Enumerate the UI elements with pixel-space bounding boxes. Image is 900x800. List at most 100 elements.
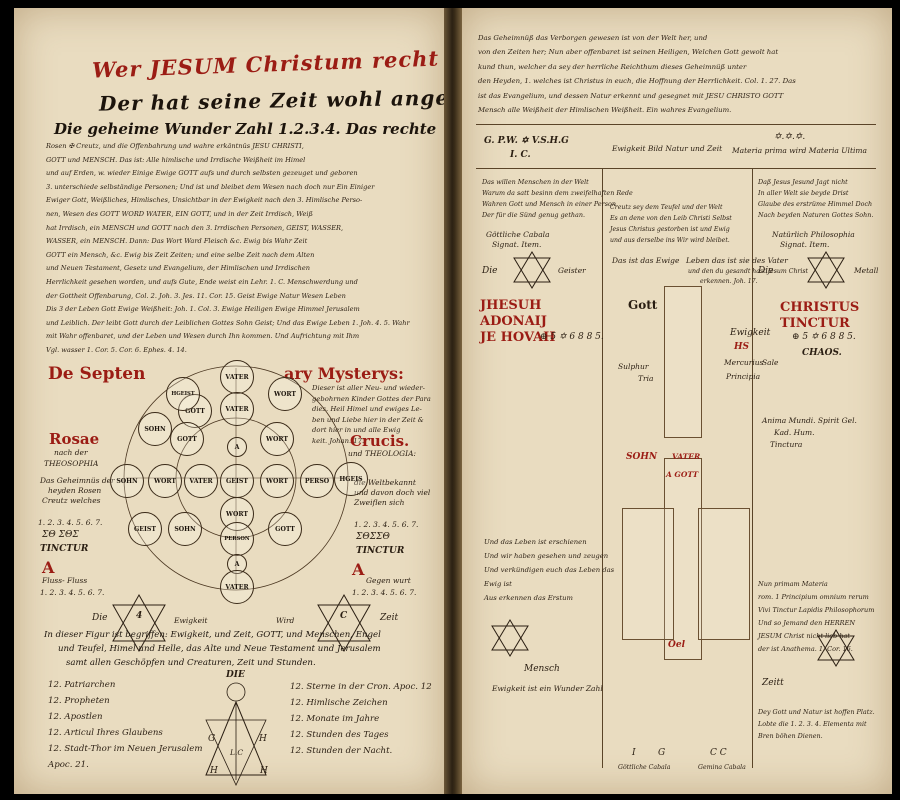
center-line-2: Jesus Christus gestorben ist und Ewig	[610, 226, 730, 233]
anima-1: Anima Mundi. Spirit Gel.	[762, 416, 857, 425]
intro-line-15: Vgl. wasser 1. Cor. 5. Cor. 6. Ephes. 4.…	[46, 346, 187, 354]
right-col-line-1: In aller Welt sie beyde Drist	[758, 189, 849, 197]
sulphur: Sulphur	[618, 362, 649, 371]
list-left-item: 12. Stadt-Thor im Neuen Jerusalem	[48, 744, 203, 754]
list-left-item: 12. Propheten	[48, 696, 110, 706]
crucis-name: ΣΘΣΣΘ	[356, 532, 390, 542]
mystery-circle: GOTT	[268, 512, 302, 546]
mystery-circle: WORT	[260, 464, 294, 498]
list-left-item: 12. Apostlen	[48, 712, 103, 722]
left-col-line-3: Der für die Sünd genug gethan.	[482, 211, 585, 219]
letter-a-left: A	[42, 558, 55, 577]
gottliche-2: Signat. Item.	[492, 240, 542, 249]
center-line-0: Creutz sey dem Teufel und der Welt	[610, 204, 723, 211]
list-left-item: 12. Patriarchen	[48, 680, 116, 690]
die-label: DIE	[226, 670, 245, 680]
bottom-right-line-2: Bren böhen Dienen.	[758, 732, 823, 740]
septen-left: De Septen	[48, 364, 146, 384]
list-right-item: 12. Stunden der Nacht.	[290, 746, 393, 756]
bottom-letter-i: I	[632, 748, 636, 758]
header-line-0: Das Geheimnüß das Verborgen gewesen ist …	[478, 34, 708, 42]
mensch: Mensch	[524, 664, 560, 674]
gott-label: Gott	[628, 298, 658, 312]
center-pillar-bottom	[664, 458, 702, 660]
nun-primam-line-5: der ist Anathema. 1. Cor. 16.	[758, 645, 853, 653]
mystery-circle: WORT	[260, 422, 294, 456]
pillar-right	[698, 508, 750, 640]
top-mid: Ewigkeit Bild Natur und Zeit	[612, 144, 723, 153]
tinctur-left: TINCTUR	[40, 544, 89, 554]
list-left-item: 12. Articul Ihres Glaubens	[48, 728, 163, 738]
col-rule-2	[752, 168, 753, 768]
intro-line-9: und Neuen Testament, Gesetz und Evangeli…	[46, 264, 310, 273]
lower-left-line-1: Und wir haben gesehen und zeugen	[484, 552, 609, 560]
gegen-numbers: 1. 2. 3. 4. 5. 6. 7.	[352, 588, 417, 597]
book-gutter	[444, 8, 462, 794]
fluss: Fluss- Fluss	[42, 576, 88, 585]
lower-left-line-2: Und verkündigen euch das Leben das	[484, 566, 615, 574]
anima-2: Kad. Hum.	[774, 428, 815, 437]
mystery-circle: SOHN	[110, 464, 144, 498]
bottom-cabala-2: Gemina Cabala	[698, 764, 746, 771]
bottom-letter-h2: H	[210, 766, 218, 776]
star-left-num: 4	[136, 611, 143, 621]
header-line-3: den Heyden, 1. welches ist Christus in e…	[478, 77, 796, 86]
header-line-5: Mensch alle Weißheit der Himlischen Weiß…	[478, 106, 732, 114]
bottom-letter-lc: L.C	[230, 748, 244, 757]
header-rule	[476, 124, 876, 125]
summary-line-1: In dieser Figur ist begriffen: Ewigkeit,…	[44, 630, 381, 640]
left-col-line-2: Wahren Gott und Mensch in einer Person	[482, 200, 616, 208]
mystery-circle: SOHN	[138, 412, 172, 446]
fluss-numbers: 1. 2. 3. 4. 5. 6. 7.	[40, 588, 105, 597]
mystery-circle: VATER	[184, 464, 218, 498]
bottom-right-line-0: Dey Gott und Natur ist hoffen Platz.	[758, 708, 875, 716]
naturliche-1: Natürlich Philosophia	[772, 230, 855, 239]
header-line-1: von den Zeiten her; Nun aber offenbaret …	[478, 48, 779, 57]
summary-line-3: samt allen Geschöpfen und Creaturen, Zei…	[66, 658, 316, 668]
jehovah: JE HOVAH	[480, 330, 556, 345]
left-col-line-0: Das willen Menschen in der Welt	[482, 178, 589, 186]
mystery-circle: GEIST	[220, 464, 254, 498]
intro-line-6: hat Irrdisch, ein MENSCH und GOTT nach d…	[46, 223, 344, 232]
list-right-item: 12. Monate im Jahre	[290, 714, 380, 724]
crucis-label: Crucis.	[350, 432, 410, 450]
star-word-left: Die	[92, 613, 108, 623]
crucis-text-3: Zweiflen sich	[354, 498, 405, 507]
intro-line-0: Rosen ✠ Creutz, und die Offenbahrung und…	[46, 142, 304, 150]
vater-label: VATER	[672, 452, 701, 461]
top-left-sub: I. C.	[510, 150, 531, 160]
die-right: Die	[758, 266, 774, 276]
tinctur-right: TINCTUR	[356, 546, 405, 556]
nun-primam-line-1: rom. 1 Principium omnium rerum	[758, 593, 869, 601]
intro-line-11: der Gottheit Offenbarung, Col. 2. Joh. 3…	[46, 291, 346, 300]
mystery-circle: VATER	[220, 360, 254, 394]
bottom-right-line-1: Lobte die 1. 2. 3. 4. Elementa mit	[758, 720, 867, 728]
number-a: ⊕ 5 ✡ 6 8 8 5.	[540, 332, 604, 342]
mystery-circle: PERSO	[300, 464, 334, 498]
mystery-circle: WORT	[148, 464, 182, 498]
die-left: Die	[482, 266, 498, 276]
lower-left-line-3: Ewig ist	[484, 580, 512, 588]
right-page: Das Geheimnüß das Verborgen gewesen ist …	[462, 8, 892, 794]
star-right-icon	[317, 593, 371, 653]
anima-3: Tinctura	[770, 440, 803, 449]
heading: Die geheime Wunder Zahl 1.2.3.4. Das rec…	[54, 120, 437, 138]
metall: Metall	[854, 266, 879, 275]
bottom-letter-g: G	[658, 748, 666, 758]
number-b: ⊕ 5 ✡ 6 8 8 5.	[792, 332, 856, 342]
crucis-numbers: 1. 2. 3. 4. 5. 6. 7.	[354, 520, 419, 529]
intro-line-3: 3. unterschiede selbständige Personen; U…	[46, 182, 375, 191]
bottom-letter-cc: C C	[710, 748, 727, 758]
intro-line-13: und Leiblich. Der leibt Gott durch der L…	[46, 318, 410, 327]
principia: Principia	[726, 372, 761, 381]
top-right-title: ✡.✡.✡.	[774, 132, 806, 142]
septen-line-4: dort hier in und alle Ewig	[312, 426, 401, 434]
list-right-item: 12. Himlische Zeichen	[290, 698, 388, 708]
intro-line-2: und auf Erden, w. wieder Einige Ewige GO…	[46, 169, 358, 178]
bottom-cabala-1: Göttliche Cabala	[618, 764, 671, 771]
rosae-text-3: Creutz welches	[42, 496, 101, 505]
und-den-gesandt: und den du gesandt hast Jesum Christ	[688, 268, 809, 275]
das-ist: Das ist das Ewige	[612, 256, 680, 265]
mystery-circle: HGEIST	[166, 377, 200, 411]
header-line-4: ist das Evangelium, und dessen Natur erk…	[478, 91, 784, 100]
